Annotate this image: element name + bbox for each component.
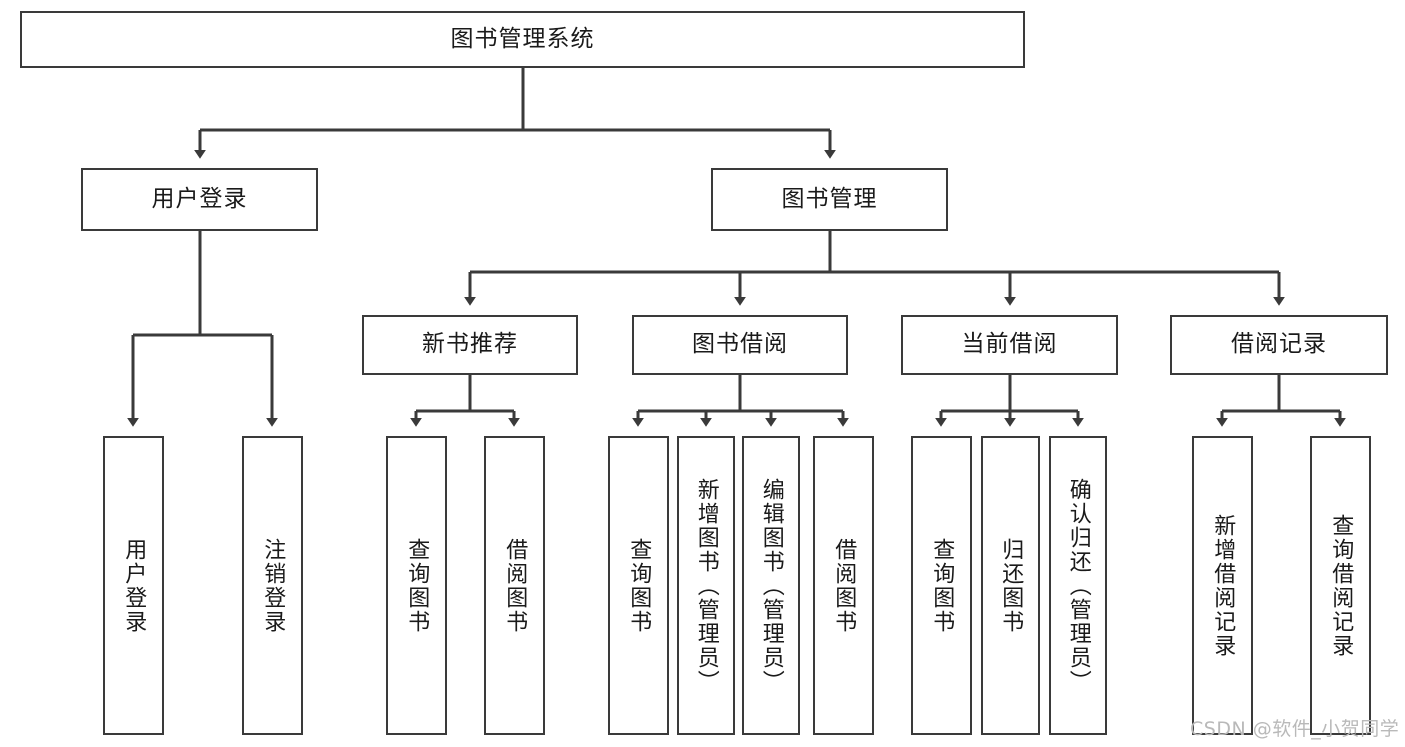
node-leaf-borrow-book[interactable]: 借阅图书	[813, 436, 874, 735]
node-leaf-add-borrow-record[interactable]: 新增借阅记录	[1192, 436, 1253, 735]
node-leaf-add-book[interactable]: 新增图书（管理员）	[677, 436, 735, 735]
node-label: 借阅图书	[502, 537, 528, 634]
node-new-book-recommend[interactable]: 新书推荐	[362, 315, 578, 375]
node-label: 注销登录	[260, 537, 286, 634]
node-leaf-edit-book[interactable]: 编辑图书（管理员）	[742, 436, 800, 735]
node-label: 归还图书	[998, 537, 1024, 634]
node-label: 借阅图书	[831, 537, 857, 634]
watermark-csdn: CSDN @软件_小贺同学	[1190, 718, 1400, 740]
node-leaf-user-logout[interactable]: 注销登录	[242, 436, 303, 735]
node-book-borrow[interactable]: 图书借阅	[632, 315, 848, 375]
node-label: 查询图书	[404, 537, 430, 634]
node-leaf-borrow-book-recommend[interactable]: 借阅图书	[484, 436, 545, 735]
node-label: 图书管理	[781, 185, 878, 212]
node-label: 编辑图书（管理员）	[758, 477, 784, 694]
node-current-borrow[interactable]: 当前借阅	[901, 315, 1118, 375]
node-leaf-confirm-return[interactable]: 确认归还（管理员）	[1049, 436, 1107, 735]
node-label: 图书借阅	[692, 331, 788, 358]
node-label: 当前借阅	[961, 331, 1058, 358]
node-label: 用户登录	[121, 537, 147, 634]
node-label: 新书推荐	[422, 331, 518, 358]
node-label: 查询图书	[929, 537, 955, 634]
node-leaf-return-book[interactable]: 归还图书	[981, 436, 1040, 735]
node-leaf-query-book-recommend[interactable]: 查询图书	[386, 436, 447, 735]
node-label: 新增借阅记录	[1210, 513, 1236, 658]
node-label: 查询借阅记录	[1328, 513, 1354, 658]
node-root-book-management-system[interactable]: 图书管理系统	[20, 11, 1025, 68]
node-label: 查询图书	[626, 537, 652, 634]
node-leaf-user-login[interactable]: 用户登录	[103, 436, 164, 735]
node-label: 图书管理系统	[450, 25, 595, 52]
node-label: 新增图书（管理员）	[693, 477, 719, 694]
node-label: 借阅记录	[1231, 331, 1327, 358]
node-label: 确认归还（管理员）	[1065, 477, 1091, 694]
node-leaf-query-book-borrow[interactable]: 查询图书	[608, 436, 669, 735]
node-label: 用户登录	[151, 185, 248, 212]
node-book-manage[interactable]: 图书管理	[711, 168, 948, 231]
node-leaf-query-book-current[interactable]: 查询图书	[911, 436, 972, 735]
node-leaf-query-borrow-record[interactable]: 查询借阅记录	[1310, 436, 1371, 735]
node-user-login[interactable]: 用户登录	[81, 168, 318, 231]
node-borrow-record[interactable]: 借阅记录	[1170, 315, 1388, 375]
